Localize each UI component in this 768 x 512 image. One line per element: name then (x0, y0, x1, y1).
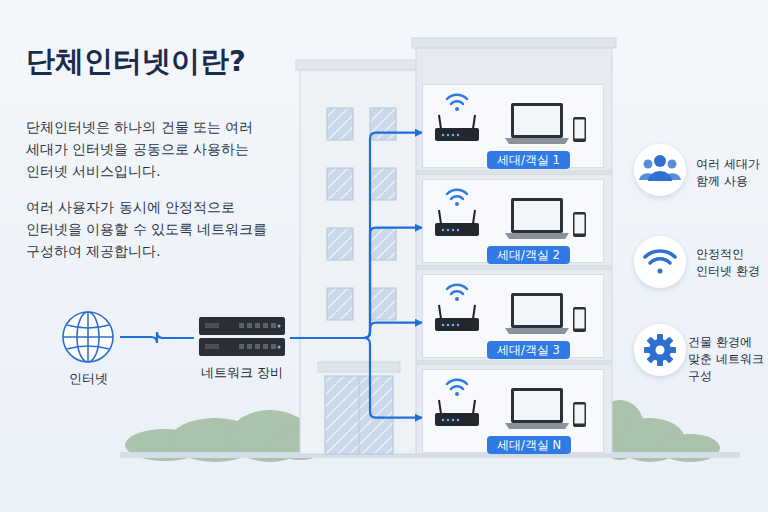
users-icon (639, 155, 681, 181)
title: 단체인터넷이란? (26, 42, 246, 82)
label-text: 단체인터넷은 하나의 건물 또는 여러 세대가 인터넷을 공동으로 사용하는 인… (26, 116, 274, 182)
room-box: 세대/객실 1 (422, 84, 604, 168)
label-text: 여러 사용자가 동시에 안정적으로 인터넷을 이용할 수 있도록 네트워크를 구… (26, 196, 274, 262)
room-tag: 세대/객실 1 (487, 151, 570, 169)
room-box: 세대/객실 3 (422, 274, 604, 358)
room-box: 세대/객실 2 (422, 179, 604, 263)
device-label: 네트워크 장비 (194, 365, 290, 382)
gear-icon (644, 334, 676, 366)
label-text: 여러 세대가 함께 사용 (696, 156, 764, 190)
feature-icons (634, 144, 686, 376)
network-device-box: 네트워크 장비 (194, 313, 290, 387)
connector (120, 332, 194, 343)
room-tag: 세대/객실 3 (487, 341, 570, 359)
connector (290, 323, 422, 338)
room-tag: 세대/객실 N (487, 436, 571, 454)
room-tag: 세대/객실 2 (487, 246, 570, 264)
right-block (412, 38, 616, 454)
globe-icon (56, 309, 120, 365)
connector (290, 338, 422, 418)
room-box: 세대/객실 N (422, 369, 604, 453)
left-tower (296, 60, 422, 454)
internet-label: 인터넷 (56, 371, 120, 388)
wifi-icon (645, 251, 675, 273)
connector (290, 133, 422, 338)
label-text: 건물 환경에 맞춘 네트워크 구성 (688, 334, 764, 385)
label-text: 안정적인 인터넷 환경 (696, 246, 764, 280)
network-device-icon (194, 313, 290, 361)
internet-node: 인터넷 (56, 309, 120, 391)
connector (290, 228, 422, 338)
